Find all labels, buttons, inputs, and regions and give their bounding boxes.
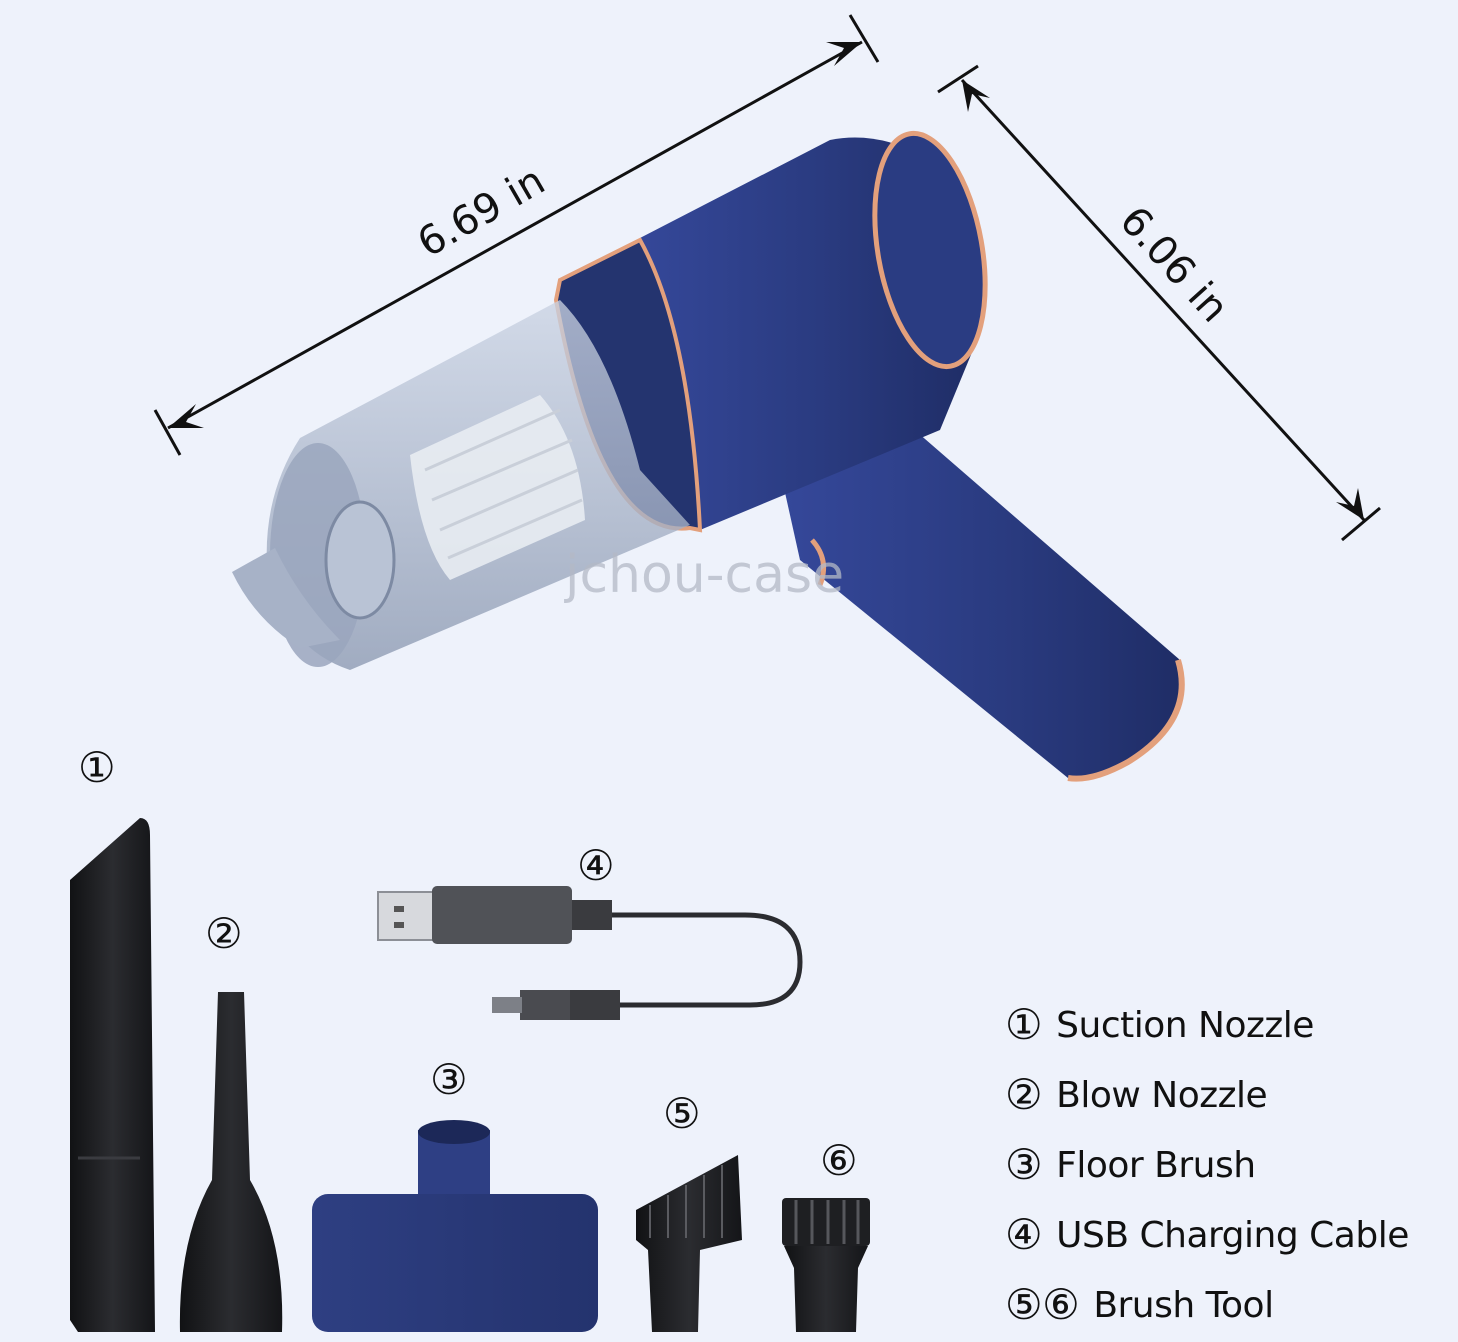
legend-label: Floor Brush (1056, 1144, 1256, 1186)
legend-item-suction-nozzle: ① Suction Nozzle (1005, 990, 1435, 1060)
marker-2: ② (205, 909, 243, 958)
legend-marker: ④ (1005, 1210, 1043, 1259)
marker-3: ③ (430, 1055, 468, 1104)
legend-marker: ① (1005, 1000, 1043, 1049)
accessory-brush-tool-5: ⑤ (636, 1089, 742, 1332)
legend-label: Suction Nozzle (1056, 1004, 1314, 1046)
accessory-floor-brush: ③ (312, 1055, 598, 1332)
marker-1: ① (78, 743, 116, 792)
marker-6: ⑥ (820, 1136, 858, 1185)
accessory-legend: ① Suction Nozzle ② Blow Nozzle ③ Floor B… (1005, 990, 1435, 1340)
legend-item-blow-nozzle: ② Blow Nozzle (1005, 1060, 1435, 1130)
marker-4: ④ (577, 841, 615, 890)
legend-item-usb-cable: ④ USB Charging Cable (1005, 1200, 1435, 1270)
vacuum-handle (780, 400, 1183, 779)
legend-marker: ⑤⑥ (1005, 1280, 1080, 1329)
accessory-blow-nozzle: ② (179, 909, 283, 1332)
legend-label: USB Charging Cable (1056, 1214, 1409, 1256)
legend-marker: ③ (1005, 1140, 1043, 1189)
legend-marker: ② (1005, 1070, 1043, 1119)
legend-label: Blow Nozzle (1056, 1074, 1268, 1116)
legend-item-brush-tool: ⑤⑥ Brush Tool (1005, 1270, 1435, 1340)
accessory-brush-tool-6: ⑥ (782, 1136, 870, 1332)
marker-5: ⑤ (663, 1089, 701, 1138)
dimension-length-label: 6.69 in (410, 158, 553, 267)
accessory-usb-cable: ④ (377, 841, 803, 1020)
vacuum-cleaner-image (232, 130, 1185, 782)
legend-item-floor-brush: ③ Floor Brush (1005, 1130, 1435, 1200)
accessory-suction-nozzle: ① (70, 743, 155, 1332)
dimension-height: 6.06 in (937, 64, 1381, 542)
watermark: jchou-case (564, 545, 844, 605)
legend-label: Brush Tool (1093, 1284, 1274, 1326)
